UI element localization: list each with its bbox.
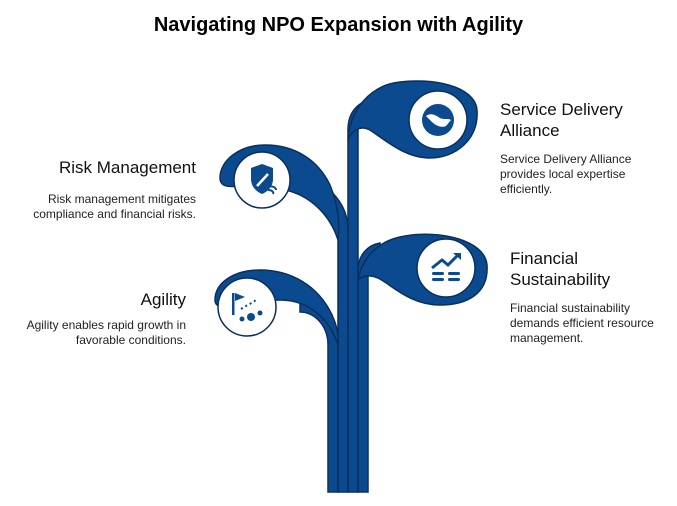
service-delivery-label: Service Delivery Alliance <box>500 100 623 140</box>
flag-path-icon <box>232 293 263 322</box>
financial-sustainability-label: Financial Sustainability <box>510 249 611 289</box>
shield-wind-icon <box>251 164 277 195</box>
handshake-globe-icon <box>422 104 454 136</box>
stem-financial <box>357 242 381 493</box>
risk-management-description: Risk management mitigates compliance and… <box>33 192 196 221</box>
leaf-service <box>347 80 478 159</box>
agility-description: Agility enables rapid growth in favorabl… <box>26 318 186 347</box>
risk-management-label: Risk Management <box>58 158 196 177</box>
agility-label: Agility <box>140 290 186 309</box>
leaf-risk <box>219 144 340 241</box>
leaf-agility <box>214 269 340 346</box>
service-delivery-description: Service Delivery Alliance provides local… <box>500 152 632 196</box>
financial-sustainability-description: Financial sustainability demands efficie… <box>510 301 654 345</box>
page-title: Navigating NPO Expansion with Agility <box>153 14 524 36</box>
chart-growth-icon <box>431 253 461 281</box>
